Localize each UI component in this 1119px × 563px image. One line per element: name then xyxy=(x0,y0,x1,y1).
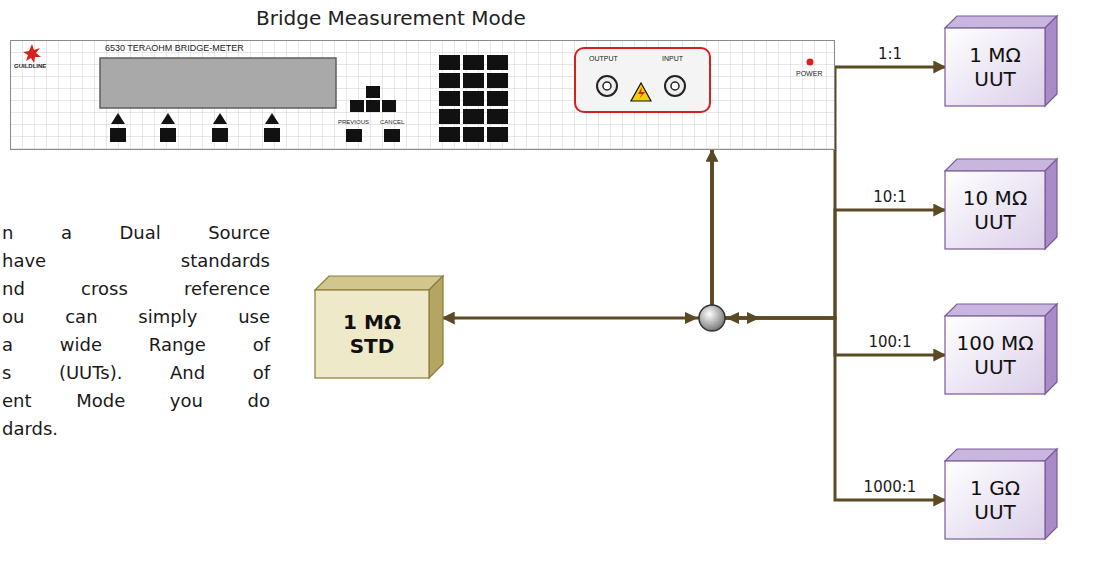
power-led xyxy=(807,59,814,66)
uut-label: 1 GΩ UUT xyxy=(951,476,1039,524)
box-top-face xyxy=(945,304,1057,316)
note-text: s (UUTs). And of xyxy=(2,362,270,384)
signal-connector xyxy=(712,150,945,355)
diagram-title: Bridge Measurement Mode xyxy=(256,6,526,30)
box-side-face xyxy=(1045,16,1057,106)
uut-box: 10 MΩ UUT xyxy=(945,171,1045,249)
box-front-face xyxy=(945,28,1045,106)
softkey xyxy=(110,128,126,142)
softkey-arrow xyxy=(161,113,175,124)
output-connector xyxy=(597,76,617,96)
ratio-label: 1:1 xyxy=(876,46,904,63)
note-text: a wide Range of xyxy=(2,334,270,356)
previous-key xyxy=(346,129,362,142)
terminal-label: INPUT xyxy=(662,55,683,62)
input-connector-pin xyxy=(671,82,679,90)
softkey xyxy=(160,128,176,142)
uut-box: 1 MΩ UUT xyxy=(945,28,1045,106)
standard-label: 1 MΩ STD xyxy=(321,310,423,358)
logo-mark xyxy=(23,44,41,63)
uut-label: 100 MΩ UUT xyxy=(951,331,1039,379)
note-text: ou can simply use xyxy=(2,306,270,328)
cancel-key xyxy=(384,129,400,142)
ratio-label: 1000:1 xyxy=(862,479,919,496)
display-window xyxy=(100,58,336,108)
uut-box: 1 GΩ UUT xyxy=(945,461,1045,539)
indicator-label: POWER xyxy=(796,70,822,77)
box-front-face xyxy=(945,171,1045,249)
softkey-arrow xyxy=(265,113,279,124)
terminal-frame xyxy=(575,48,710,112)
key-label: PREVIOUS xyxy=(338,119,369,125)
box-top-face xyxy=(945,16,1057,28)
note-text: have standards xyxy=(2,250,270,272)
ratio-label: 100:1 xyxy=(866,334,913,351)
nav-key xyxy=(382,100,396,112)
softkey-arrow xyxy=(213,113,227,124)
box-side-face xyxy=(1045,159,1057,249)
box-front-face xyxy=(315,290,429,378)
brand-name: GUILDLINE xyxy=(14,63,46,69)
instrument-node: 6530 TERAOHM BRIDGE-METER GUILDLINE PREVIO… xyxy=(10,40,835,150)
box-front-face xyxy=(945,461,1045,539)
panel-face xyxy=(11,41,835,150)
box-top-face xyxy=(315,276,443,290)
output-connector-pin xyxy=(603,82,611,90)
softkey xyxy=(264,128,280,142)
uut-label: 1 MΩ UUT xyxy=(951,43,1039,91)
softkey xyxy=(212,128,228,142)
input-connector xyxy=(665,76,685,96)
signal-connector xyxy=(443,150,712,318)
note-text: dards. xyxy=(2,418,270,440)
box-side-face xyxy=(1045,449,1057,539)
signal-connector xyxy=(712,150,945,500)
instrument-panel xyxy=(10,40,836,151)
arrow-head xyxy=(685,312,698,324)
softkey-arrow xyxy=(111,113,125,124)
box-side-face xyxy=(429,276,443,378)
arrow-head xyxy=(726,312,739,324)
box-side-face xyxy=(1045,304,1057,394)
box-front-face xyxy=(945,316,1045,394)
note-text: nd cross reference xyxy=(2,278,270,300)
note-text: ent Mode you do xyxy=(2,390,270,412)
ratio-label: 10:1 xyxy=(871,189,909,206)
hazard-bolt xyxy=(638,87,645,99)
model-name: 6530 TERAOHM BRIDGE-METER xyxy=(105,44,244,53)
nav-key xyxy=(350,100,364,112)
uut-label: 10 MΩ UUT xyxy=(951,186,1039,234)
box-top-face xyxy=(945,159,1057,171)
uut-box: 100 MΩ UUT xyxy=(945,316,1045,394)
nav-key xyxy=(366,86,380,98)
panel-grid xyxy=(11,41,835,150)
key-label: CANCEL xyxy=(380,119,404,125)
signal-connector xyxy=(712,150,945,318)
hazard-symbol xyxy=(631,83,651,101)
note-text: n a Dual Source xyxy=(2,222,270,244)
terminal-label: OUTPUT xyxy=(589,55,618,62)
junction-circle xyxy=(699,305,725,331)
box-top-face xyxy=(945,449,1057,461)
standard-box: 1 MΩ STD xyxy=(315,290,429,378)
arrow-head xyxy=(747,312,760,324)
keypad xyxy=(438,54,510,144)
nav-key xyxy=(366,100,380,112)
